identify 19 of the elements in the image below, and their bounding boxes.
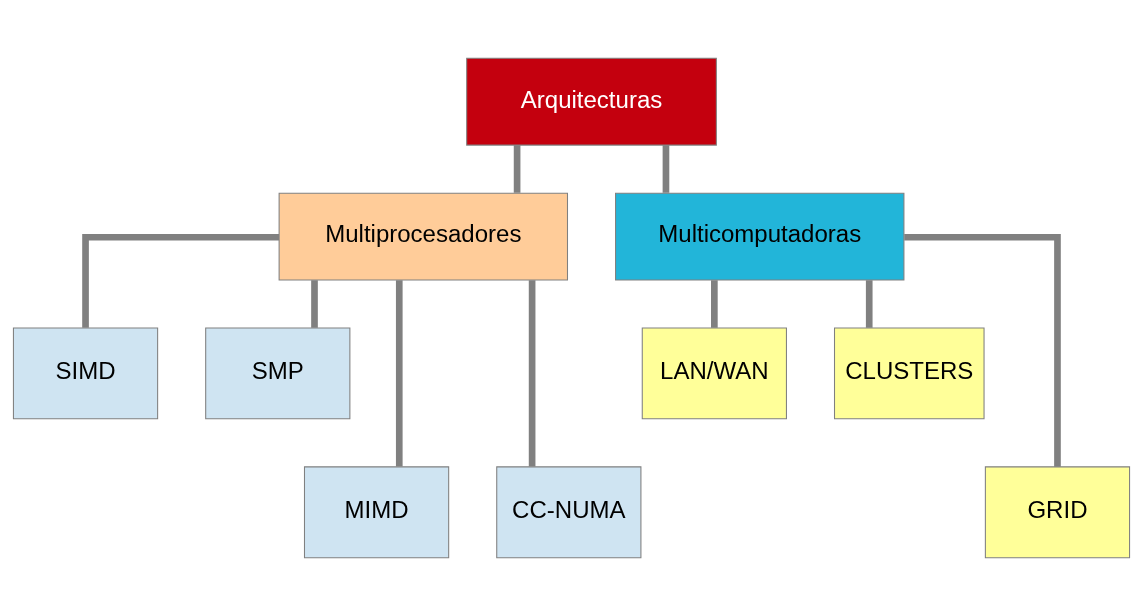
connector [395,279,403,466]
node-box: Arquitecturas [466,57,717,146]
connector [528,279,536,466]
connector [311,279,318,328]
connector [82,233,280,328]
node-box: SMP [205,327,351,419]
node-box: CC-NUMA [496,465,642,558]
connector [865,279,873,328]
node-box: GRID [984,465,1131,558]
node-box: Multiprocesadores [278,192,569,280]
connector [711,279,718,328]
connector [904,233,1061,467]
node-box: Multicomputadoras [615,192,905,280]
connector [662,144,670,193]
node-box: CLUSTERS [833,327,985,419]
node-box: SIMD [12,327,159,419]
connector [513,144,521,193]
node-box: MIMD [303,465,450,558]
node-box: LAN/WAN [641,327,787,419]
